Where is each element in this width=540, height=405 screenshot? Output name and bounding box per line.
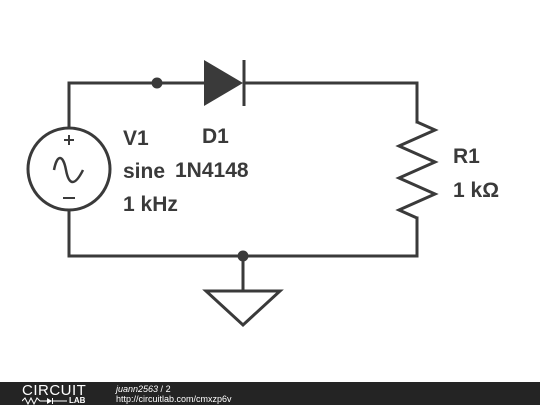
revision-separator: / <box>158 384 166 394</box>
ground-symbol <box>202 289 284 328</box>
junction-dot-top <box>151 77 163 89</box>
revision-number: 2 <box>165 384 171 394</box>
logo-wordmark-bottom: LAB <box>69 396 86 405</box>
logo-diode-resistor-icon <box>22 397 67 405</box>
r1-value-label: 1 kΩ <box>453 179 499 202</box>
v1-name-label: V1 <box>123 127 149 150</box>
r1-name-label: R1 <box>453 145 480 168</box>
logo-wordmark-top: CIRCUIT <box>22 382 87 399</box>
footer-bar: CIRCUIT LAB juann2563 / 2 http://circuit… <box>0 382 540 405</box>
sine-wave-icon <box>52 156 85 184</box>
diode-d1 <box>204 60 246 106</box>
d1-part-label: 1N4148 <box>175 159 249 182</box>
resistor-r1 <box>395 120 439 220</box>
circuit-meta: juann2563 / 2 http://circuitlab.com/cmxz… <box>116 384 232 404</box>
circuit-schematic: V1 sine 1 kHz D1 1N4148 R1 1 kΩ <box>26 60 499 328</box>
wire-bottom <box>67 208 419 258</box>
v1-type-label: sine <box>123 160 165 183</box>
wire-top-right <box>242 81 419 124</box>
plus-sign-icon <box>64 135 74 145</box>
junction-dot-bottom <box>237 250 249 262</box>
diode-triangle <box>204 60 243 106</box>
wire-top-left <box>67 81 206 130</box>
d1-name-label: D1 <box>202 125 229 148</box>
circuitlab-logo[interactable]: CIRCUIT LAB <box>22 382 97 405</box>
voltage-source-v1 <box>26 126 112 212</box>
author-link[interactable]: juann2563 <box>116 384 159 394</box>
circuit-url[interactable]: http://circuitlab.com/cmxzp6v <box>116 394 232 404</box>
v1-frequency-label: 1 kHz <box>123 193 178 216</box>
